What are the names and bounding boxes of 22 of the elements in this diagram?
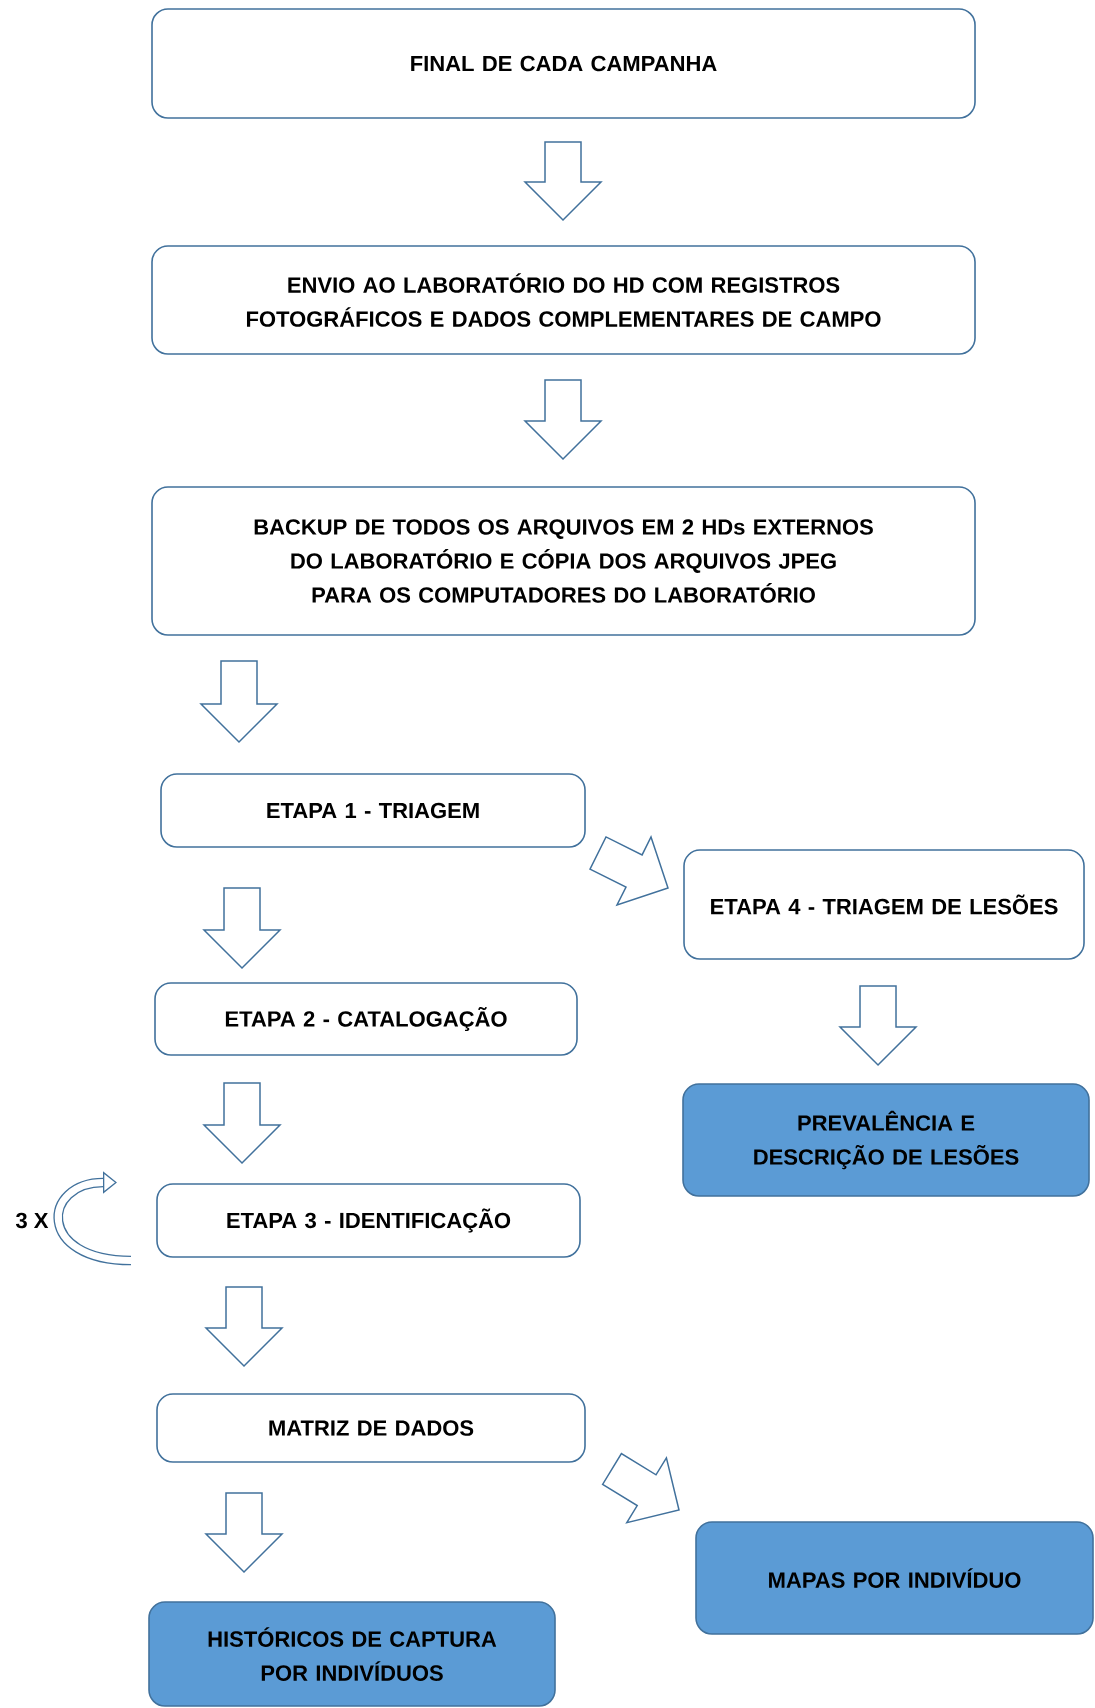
block-arrow <box>204 1492 284 1574</box>
block-arrow <box>601 1452 680 1524</box>
block-arrow <box>202 887 282 970</box>
block-arrow <box>199 660 279 744</box>
block-arrow <box>523 379 603 461</box>
block-arrow <box>589 835 669 907</box>
process-box: ENVIO AO LABORATÓRIO DO HD COM REGISTROS FOTOGRÁFICOS E DADOS COMPLEMENTARES DE CAMPO <box>151 245 976 355</box>
result-box: HISTÓRICOS DE CAPTURA POR INDIVÍDUOS <box>148 1601 556 1707</box>
block-arrow <box>838 985 918 1067</box>
process-box: ETAPA 4 - TRIAGEM DE LESÕES <box>683 849 1085 960</box>
repeat-label: 3 X <box>15 1212 49 1229</box>
result-box: MAPAS POR INDIVÍDUO <box>695 1521 1094 1635</box>
process-box: ETAPA 3 - IDENTIFICAÇÃO <box>156 1183 581 1258</box>
result-box: PREVALÊNCIA E DESCRIÇÃO DE LESÕES <box>682 1083 1090 1197</box>
block-arrow <box>204 1286 284 1368</box>
process-box: BACKUP DE TODOS OS ARQUIVOS EM 2 HDs EXTERNOS DO LABORATÓRIO E CÓPIA DOS ARQUIVOS JPEG PARA OS COMPUTADORES DO LABORATÓRIO <box>151 486 976 636</box>
process-box: FINAL DE CADA CAMPANHA <box>151 8 976 119</box>
block-arrow <box>523 141 603 222</box>
process-box: ETAPA 1 - TRIAGEM <box>160 773 586 848</box>
process-box: ETAPA 2 - CATALOGAÇÃO <box>154 982 578 1056</box>
block-arrow <box>202 1082 282 1165</box>
process-box: MATRIZ DE DADOS <box>156 1393 586 1463</box>
